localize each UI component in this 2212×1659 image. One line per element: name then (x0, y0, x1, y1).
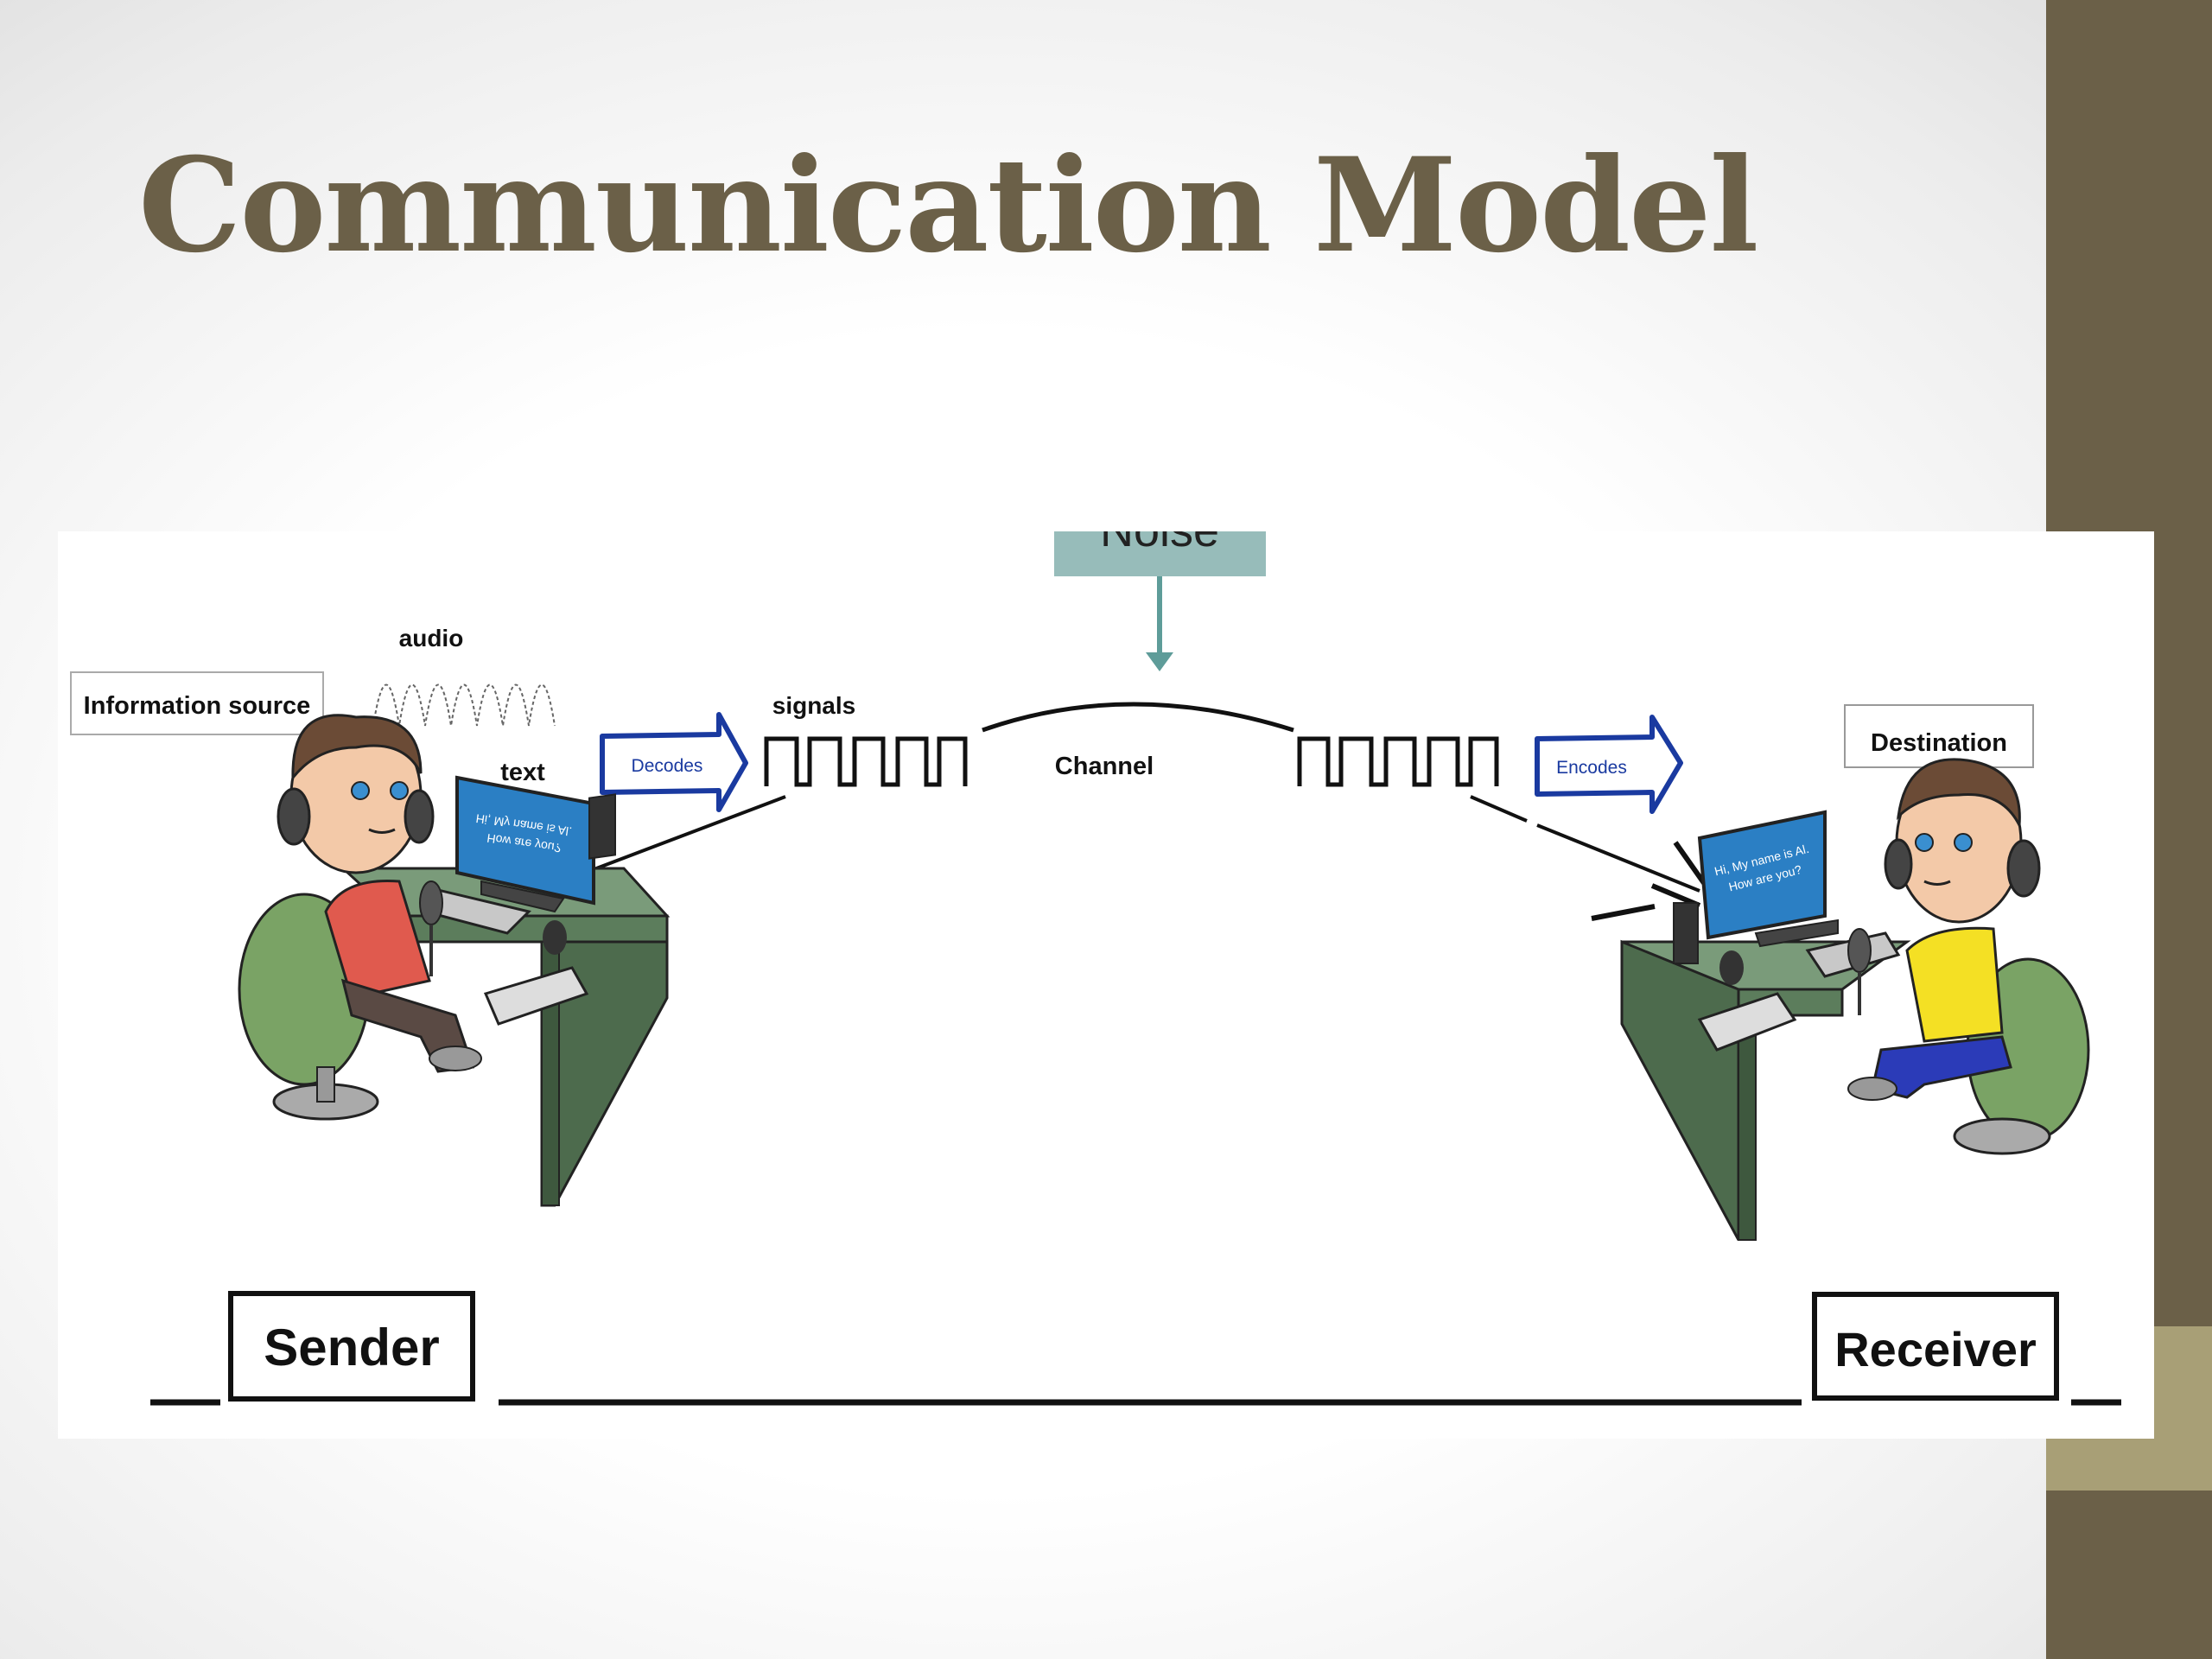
sender-box: Sender (228, 1291, 475, 1402)
encodes-arrow-icon: Encodes (1535, 715, 1683, 814)
text-label: text (500, 759, 545, 786)
sender-microphone-icon (419, 880, 443, 976)
receiver-box: Receiver (1812, 1292, 2059, 1401)
decodes-label: Decodes (632, 756, 703, 776)
information-source-box: Information source (70, 671, 324, 735)
receiver-label: Receiver (1834, 1322, 2037, 1376)
noise-arrow-icon (1146, 576, 1173, 671)
decodes-arrow-icon: Decodes (600, 712, 748, 812)
receiver-person-icon (1847, 758, 2041, 1101)
slide-title: Communication Model (138, 130, 1758, 282)
information-source-label: Information source (84, 692, 311, 720)
receiver-microphone-icon (1847, 928, 1872, 1015)
sender-phone-icon (483, 966, 589, 1026)
communication-model-diagram: Noise Information source audio text Deco… (70, 488, 2121, 1406)
destination-label: Destination (1871, 729, 2007, 757)
receiver-mug-icon (1719, 950, 1744, 985)
signal-wave-left-icon (764, 736, 968, 787)
diagram-panel: Noise Information source audio text Deco… (58, 488, 2154, 1439)
sender-monitor-icon: Hi, My name is Al. How are you? (455, 775, 595, 913)
channel-label: Channel (1055, 753, 1154, 780)
sender-speaker-icon (588, 793, 616, 860)
sender-label: Sender (264, 1319, 439, 1376)
noise-box: Noise (1054, 488, 1266, 576)
sender-mug-icon (543, 920, 567, 955)
signal-wave-right-icon (1297, 736, 1499, 787)
audio-wave-icon (372, 683, 556, 727)
signals-label: signals (772, 692, 855, 719)
receiver-monitor-icon: Hi, My name is Al. How are you? (1697, 810, 1839, 948)
sender-signal-line (591, 795, 786, 872)
encodes-label: Encodes (1556, 758, 1627, 778)
channel-arc (982, 702, 1294, 733)
destination-box: Destination (1844, 704, 2034, 768)
audio-label: audio (399, 625, 464, 652)
receiver-phone-icon (1697, 992, 1797, 1052)
sender-person-icon (276, 714, 482, 1073)
noise-label: Noise (1100, 531, 1219, 556)
receiver-speaker-icon (1673, 902, 1699, 964)
receiver-signal-line (1470, 795, 1700, 893)
